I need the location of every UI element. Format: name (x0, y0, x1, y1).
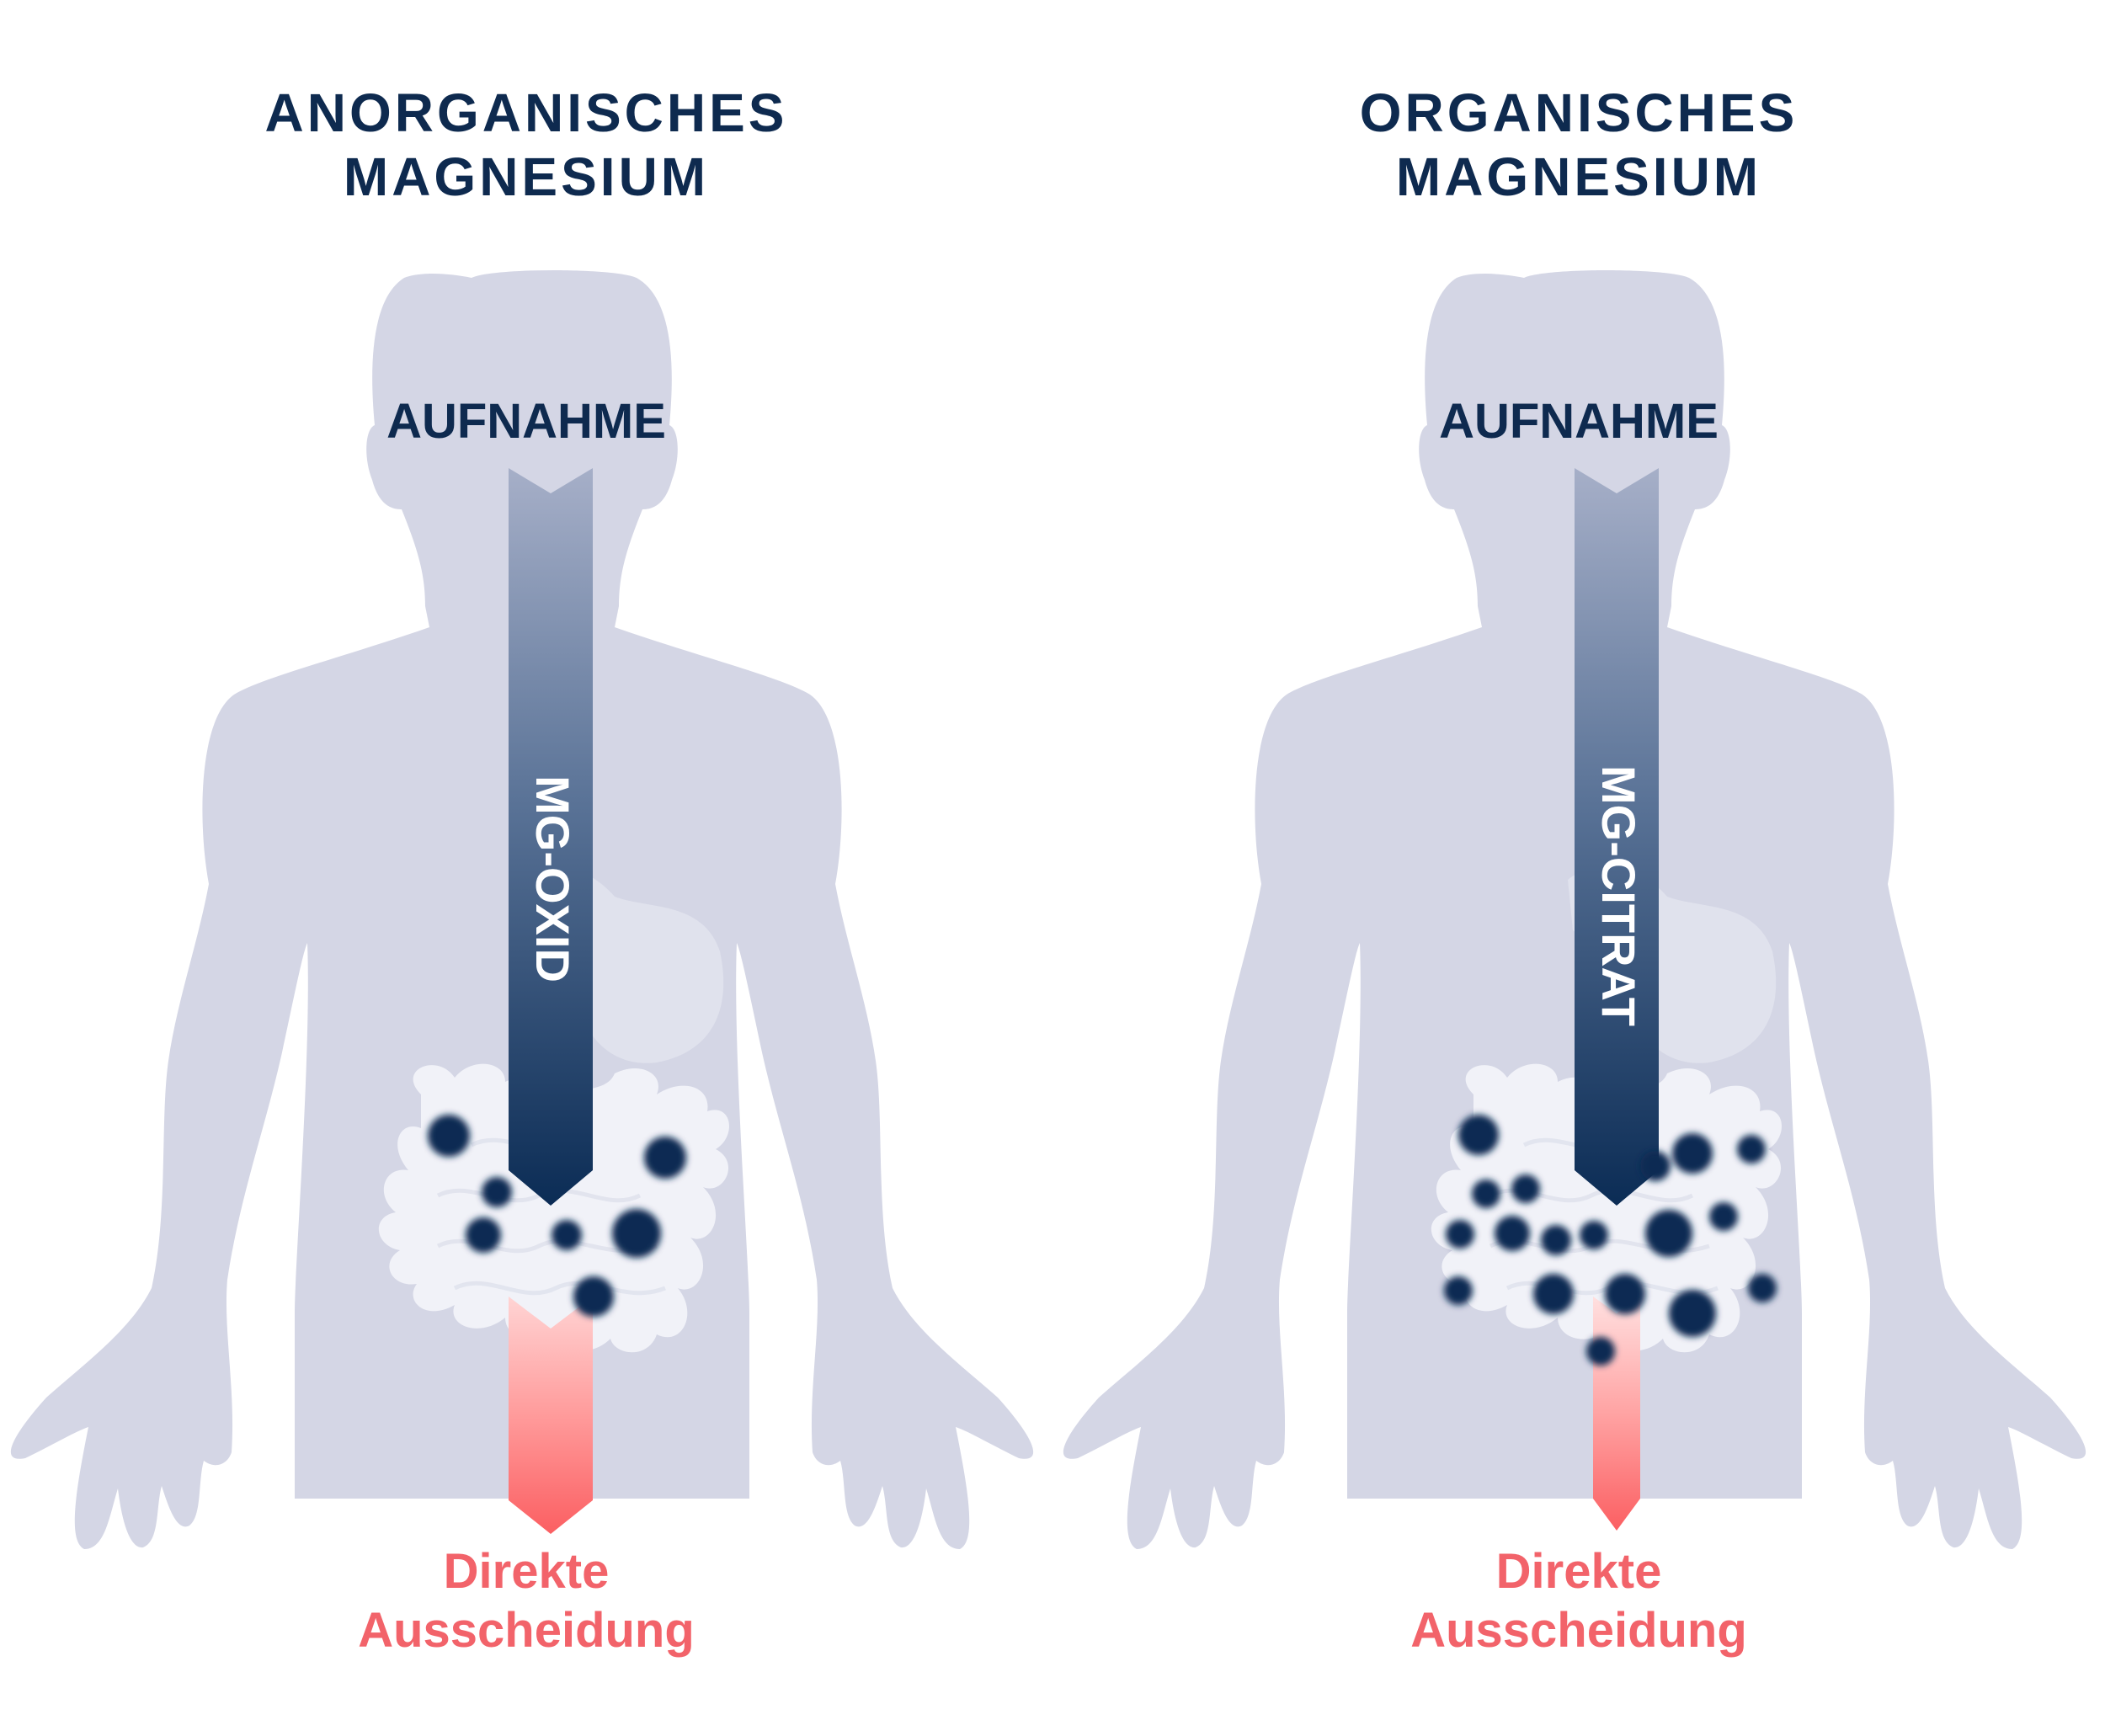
compound-label: MG-CITRAT (1592, 765, 1645, 1026)
panel-title: ANORGANISCHES MAGNESIUM (0, 81, 1052, 209)
molecule (1605, 1274, 1645, 1314)
title-line-1: ANORGANISCHES (264, 83, 788, 143)
intake-arrow (1575, 468, 1659, 1206)
molecule (573, 1276, 614, 1317)
molecule (1495, 1216, 1530, 1251)
excretion-line-1: Direkte (443, 1544, 610, 1599)
excretion-arrow (509, 1297, 593, 1534)
molecule (1580, 1221, 1608, 1249)
excretion-line-1: Direkte (1495, 1544, 1662, 1599)
intake-arrow (509, 468, 593, 1206)
molecule (1737, 1135, 1766, 1164)
intake-label: AUFNAHME (386, 394, 666, 449)
excretion-label: Direkte Ausscheidung (1052, 1542, 2105, 1660)
molecule (1444, 1276, 1473, 1305)
molecule (1640, 1151, 1671, 1181)
panel-title: ORGANISCHES MAGNESIUM (1052, 81, 2105, 209)
molecule (1472, 1180, 1500, 1208)
molecule (1672, 1133, 1713, 1174)
molecules (428, 1115, 686, 1317)
molecule (1586, 1337, 1615, 1366)
molecule (1446, 1220, 1474, 1249)
panel-organic: ORGANISCHES MAGNESIUM (1052, 0, 2105, 1736)
molecule (612, 1209, 661, 1258)
body-illustration (10, 270, 1034, 1549)
excretion-line-2: Ausscheidung (358, 1603, 695, 1658)
compound-label: MG-OXID (526, 775, 579, 982)
molecule (552, 1220, 582, 1250)
molecule (428, 1115, 470, 1157)
title-line-2: MAGNESIUM (1395, 146, 1762, 207)
molecule (1533, 1274, 1574, 1314)
title-line-2: MAGNESIUM (343, 146, 710, 207)
molecule (1645, 1210, 1692, 1257)
molecule (1748, 1274, 1777, 1302)
excretion-line-2: Ausscheidung (1410, 1603, 1747, 1658)
molecule (644, 1137, 686, 1179)
molecule (1511, 1174, 1540, 1203)
molecule (482, 1177, 512, 1207)
molecule (1541, 1225, 1571, 1255)
molecule (466, 1217, 501, 1253)
intake-label: AUFNAHME (1439, 394, 1719, 449)
molecule (1458, 1115, 1499, 1155)
molecule (1709, 1202, 1738, 1231)
body-illustration (1063, 270, 2086, 1549)
panel-inorganic: ANORGANISCHES MAGNESIUM (0, 0, 1052, 1736)
excretion-arrow (1593, 1297, 1640, 1531)
molecule (1669, 1290, 1716, 1337)
title-line-1: ORGANISCHES (1359, 83, 1799, 143)
molecules (1444, 1115, 1777, 1366)
excretion-label: Direkte Ausscheidung (0, 1542, 1052, 1660)
